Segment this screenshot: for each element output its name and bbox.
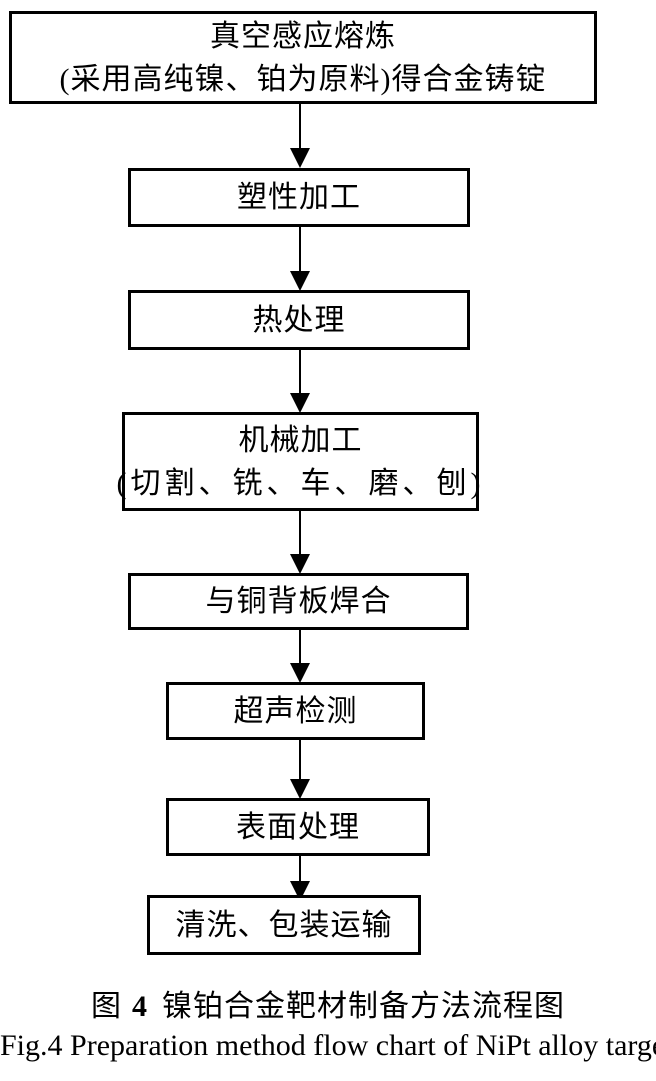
arrow-stem: [299, 350, 301, 401]
flow-step-line: 与铜背板焊合: [205, 585, 392, 618]
flow-step-ultrasonic-testing: 超声检测: [166, 682, 425, 740]
flow-step-cleaning-packaging-shipping: 清洗、包装运输: [147, 895, 421, 955]
arrow-stem: [299, 104, 301, 156]
arrow-stem: [299, 740, 301, 787]
down-arrow-icon: [288, 227, 312, 291]
flow-step-line: 热处理: [252, 303, 346, 337]
arrow-head: [290, 779, 310, 799]
figure-caption-title: 镍铂合金靶材制备方法流程图: [162, 990, 565, 1023]
flow-step-line: (采用高纯镍、铂为原料)得合金铸锭: [59, 62, 547, 96]
arrow-head: [290, 393, 310, 413]
arrow-head: [290, 554, 310, 574]
down-arrow-icon: [288, 630, 312, 683]
arrow-head: [290, 663, 310, 683]
down-arrow-icon: [288, 740, 312, 799]
flow-step-machining: 机械加工 (切割、铣、车、磨、刨): [117, 412, 481, 511]
flow-step-line: (切割、铣、车、磨、刨): [116, 466, 485, 500]
flow-step-line: 机械加工: [238, 423, 363, 457]
arrow-stem: [299, 511, 301, 562]
arrow-stem: [299, 856, 301, 889]
arrow-head: [290, 148, 310, 168]
down-arrow-icon: [288, 104, 312, 168]
flow-step-line: 塑性加工: [237, 181, 361, 214]
flow-step-line: 表面处理: [236, 810, 360, 844]
figure-caption-number: 4: [132, 990, 148, 1023]
flow-step-heat-treatment: 热处理: [128, 290, 470, 350]
arrow-stem: [299, 227, 301, 279]
down-arrow-icon: [288, 511, 312, 574]
arrow-head: [290, 271, 310, 291]
figure-caption-en: Fig.4 Preparation method flow chart of N…: [0, 1029, 656, 1062]
flow-step-plastic-working: 塑性加工: [128, 168, 470, 227]
figure-caption-label: 图: [91, 990, 122, 1023]
arrow-stem: [299, 630, 301, 671]
flow-step-line: 真空感应熔炼: [210, 19, 396, 53]
flow-step-vacuum-induction-melting: 真空感应熔炼 (采用高纯镍、铂为原料)得合金铸锭: [9, 11, 597, 104]
down-arrow-icon: [288, 350, 312, 413]
flow-step-line: 清洗、包装运输: [175, 908, 393, 942]
flow-step-surface-treatment: 表面处理: [166, 798, 430, 856]
flow-step-line: 超声检测: [233, 694, 358, 728]
flow-step-weld-to-copper-backplate: 与铜背板焊合: [128, 573, 469, 630]
